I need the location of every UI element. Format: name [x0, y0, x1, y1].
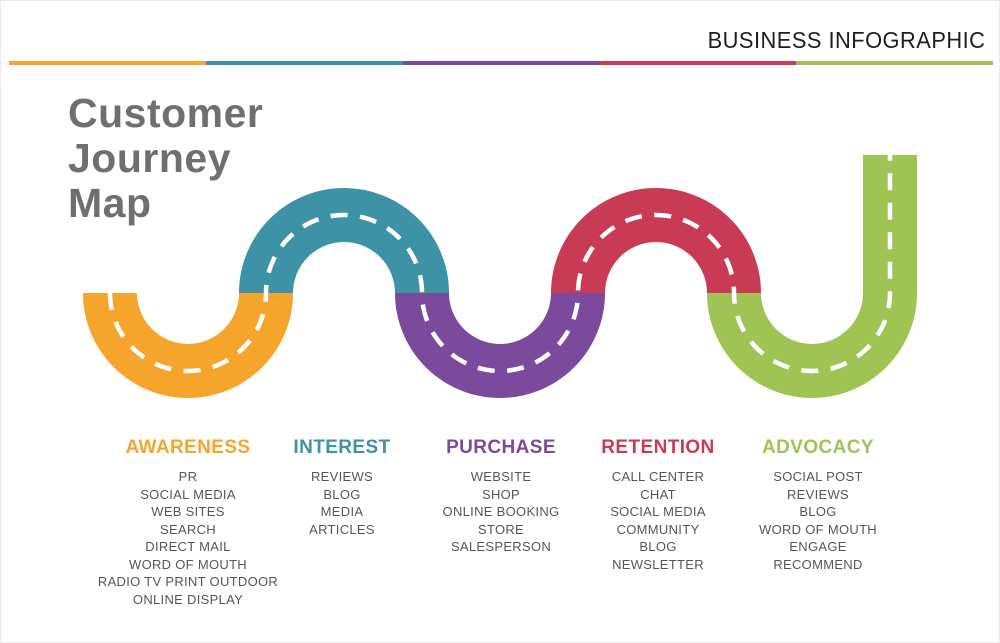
page-title-line-1: Customer	[68, 90, 264, 136]
stage-item: SHOP	[481, 486, 521, 502]
stage-item: STORE	[477, 521, 525, 537]
page-title: Customer Journey Map	[68, 91, 263, 226]
road-segment-interest	[239, 188, 449, 295]
stage-title-advocacy: ADVOCACY	[762, 437, 874, 458]
stage-item: ONLINE DISPLAY	[132, 591, 244, 607]
stage-items-advocacy: SOCIAL POST REVIEWS BLOG WORD OF MOUTH ENGAG…	[723, 468, 913, 573]
stage-column-purchase: PURCHASE WEBSITE SHOP ONLINE BOOKING STORE S…	[406, 437, 596, 556]
road-segment-advocacy	[707, 155, 917, 398]
stage-item: CALL CENTER	[611, 469, 705, 484]
stage-title-awareness: AWARENESS	[125, 437, 251, 458]
stage-item: ONLINE BOOKING	[442, 504, 560, 519]
stage-items-awareness: PR SOCIAL MEDIA WEB SITES SEARCH DIRECT MAIL…	[93, 468, 283, 608]
page-title-line-2: Journey	[68, 135, 231, 181]
stage-column-interest: INTEREST REVIEWS BLOG MEDIA ARTICLES	[247, 437, 437, 538]
divider-segment-retention	[599, 61, 797, 65]
divider-segment-purchase	[402, 61, 600, 65]
stage-item: WORD OF MOUTH	[129, 556, 247, 572]
stage-item: ARTICLES	[309, 521, 375, 537]
stage-item: SOCIAL POST	[773, 469, 863, 484]
stage-item: WEB SITES	[151, 504, 225, 519]
stage-item: SOCIAL MEDIA	[610, 504, 706, 519]
stage-item: BLOG	[799, 504, 837, 519]
stage-items-interest: REVIEWS BLOG MEDIA ARTICLES	[247, 468, 437, 538]
stage-item: MEDIA	[320, 504, 364, 519]
stage-column-retention: RETENTION CALL CENTER CHAT SOCIAL MEDIA COM…	[563, 437, 753, 573]
stage-items-retention: CALL CENTER CHAT SOCIAL MEDIA COMMUNITY BLOG…	[563, 468, 753, 573]
stage-title-purchase: PURCHASE	[446, 437, 556, 458]
stage-item: NEWSLETTER	[612, 556, 704, 572]
road-centerline-dashes	[107, 155, 893, 374]
stage-item: DIRECT MAIL	[145, 539, 231, 554]
stage-item: BLOG	[639, 539, 677, 554]
stage-title-retention: RETENTION	[601, 437, 715, 458]
stage-item: WORD OF MOUTH	[759, 521, 877, 537]
divider-line	[9, 61, 993, 65]
stage-item: RECOMMEND	[773, 556, 863, 572]
header-label: BUSINESS INFOGRAPHIC	[707, 27, 985, 53]
stage-item: COMMUNITY	[616, 521, 700, 537]
stage-column-awareness: AWARENESS PR SOCIAL MEDIA WEB SITES SEARCH D…	[93, 437, 283, 608]
road-segment-purchase	[395, 291, 605, 398]
stage-item: SOCIAL MEDIA	[140, 486, 236, 502]
stage-item: ENGAGE	[789, 539, 847, 554]
stage-item: REVIEWS	[786, 486, 850, 502]
stage-title-interest: INTEREST	[293, 437, 391, 458]
stage-column-advocacy: ADVOCACY SOCIAL POST REVIEWS BLOG WORD OF M…	[723, 437, 913, 573]
stage-item: REVIEWS	[310, 469, 374, 484]
road-segment-retention	[551, 188, 761, 295]
stage-items-purchase: WEBSITE SHOP ONLINE BOOKING STORE SALESPERSO…	[406, 468, 596, 556]
road-segment-awareness	[83, 291, 293, 398]
stage-item: BLOG	[323, 486, 361, 502]
divider-segment-awareness	[9, 61, 206, 65]
stage-item: PR	[178, 469, 198, 484]
stage-item: CHAT	[640, 486, 676, 502]
page-title-line-3: Map	[68, 180, 152, 226]
stage-item: WEBSITE	[470, 469, 532, 484]
divider-segment-advocacy	[796, 61, 993, 65]
stage-item: SEARCH	[160, 521, 216, 537]
divider-segment-interest	[205, 61, 403, 65]
stage-item: RADIO TV PRINT OUTDOOR	[97, 574, 279, 589]
stage-item: SALESPERSON	[450, 539, 552, 554]
